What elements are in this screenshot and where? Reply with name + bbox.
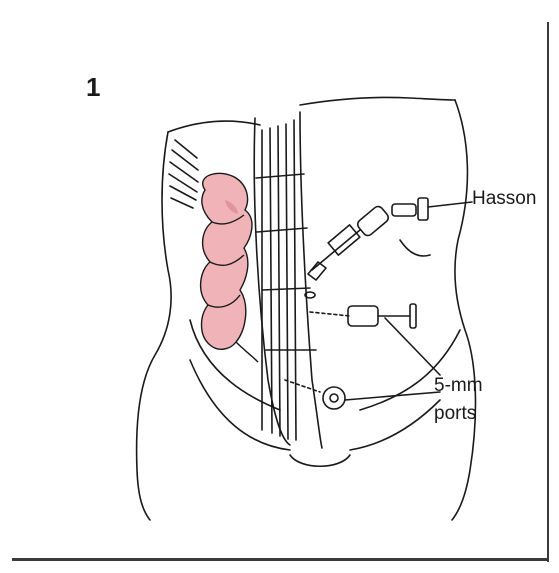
hasson-trocar [308, 198, 428, 280]
leader-ports-1 [385, 318, 440, 375]
frame-border-bottom [12, 558, 549, 561]
torso-outline-left [137, 132, 172, 520]
torso-outline-right [452, 100, 475, 520]
ports-label-line1: 5-mm [434, 372, 483, 400]
port-upper [310, 304, 416, 328]
ports-label-line2: ports [434, 400, 483, 428]
ports-label: 5-mm ports [434, 372, 483, 428]
frame-border-right [547, 22, 549, 562]
colon [201, 173, 258, 362]
figure-number: 1 [86, 72, 100, 103]
hasson-label: Hasson [472, 188, 536, 210]
leader-ports-2 [345, 392, 440, 400]
